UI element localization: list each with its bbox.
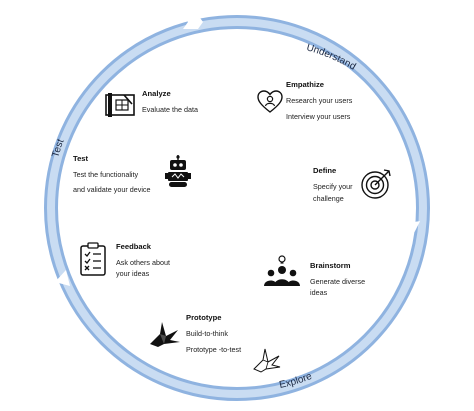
checklist-icon (80, 242, 106, 276)
stage-empathize-title: Empathize (286, 80, 324, 89)
stage-test-line-1: Test the functionality (73, 170, 139, 179)
stage-empathize-line-2: Interview your users (286, 112, 351, 121)
stage-test: Test Test the functionality and validate… (73, 154, 151, 195)
ring-inner-band (47, 18, 427, 398)
stage-brainstorm: Brainstorm Generate diverse ideas (310, 261, 365, 298)
stage-define-line-2: challenge (313, 194, 344, 203)
stage-analyze-title: Analyze (142, 89, 171, 98)
stage-feedback-title: Feedback (116, 242, 152, 251)
stage-test-title: Test (73, 154, 89, 163)
ring-chevron-left (55, 270, 70, 286)
ring-chevron-top (183, 15, 203, 29)
robot-icon (165, 155, 191, 187)
target-icon (361, 169, 391, 199)
stage-test-line-2: and validate your device (73, 185, 151, 194)
stage-define-line-1: Specify your (313, 182, 353, 191)
heart-person-icon (257, 90, 283, 113)
stage-brainstorm-title: Brainstorm (310, 261, 351, 270)
stage-analyze-line: Evaluate the data (142, 105, 198, 114)
ring-chevron-right (406, 221, 421, 232)
stage-prototype: Prototype Build-to-think Prototype -to-t… (186, 313, 241, 355)
stage-prototype-line-1: Build-to-think (186, 329, 228, 338)
origami-crane-outline-icon (253, 348, 281, 373)
stage-define: Define Specify your challenge (313, 166, 353, 204)
stage-feedback-line-1: Ask others about (116, 258, 170, 267)
stage-feedback: Feedback Ask others about your ideas (116, 242, 170, 279)
stage-define-title: Define (313, 166, 337, 175)
blueprint-icon (105, 93, 135, 117)
stage-empathize-line-1: Research your users (286, 96, 353, 105)
stage-empathize: Empathize Research your users Interview … (286, 80, 352, 122)
stage-prototype-title: Prototype (186, 313, 222, 322)
team-bulb-icon (264, 255, 300, 286)
stage-analyze: Analyze Evaluate the data (142, 89, 198, 115)
origami-crane-icon (150, 322, 180, 347)
stage-prototype-line-2: Prototype -to-test (186, 345, 242, 354)
stage-feedback-line-2: your ideas (116, 269, 150, 278)
stage-brainstorm-line-2: ideas (310, 288, 328, 297)
stage-brainstorm-line-1: Generate diverse (310, 277, 366, 286)
